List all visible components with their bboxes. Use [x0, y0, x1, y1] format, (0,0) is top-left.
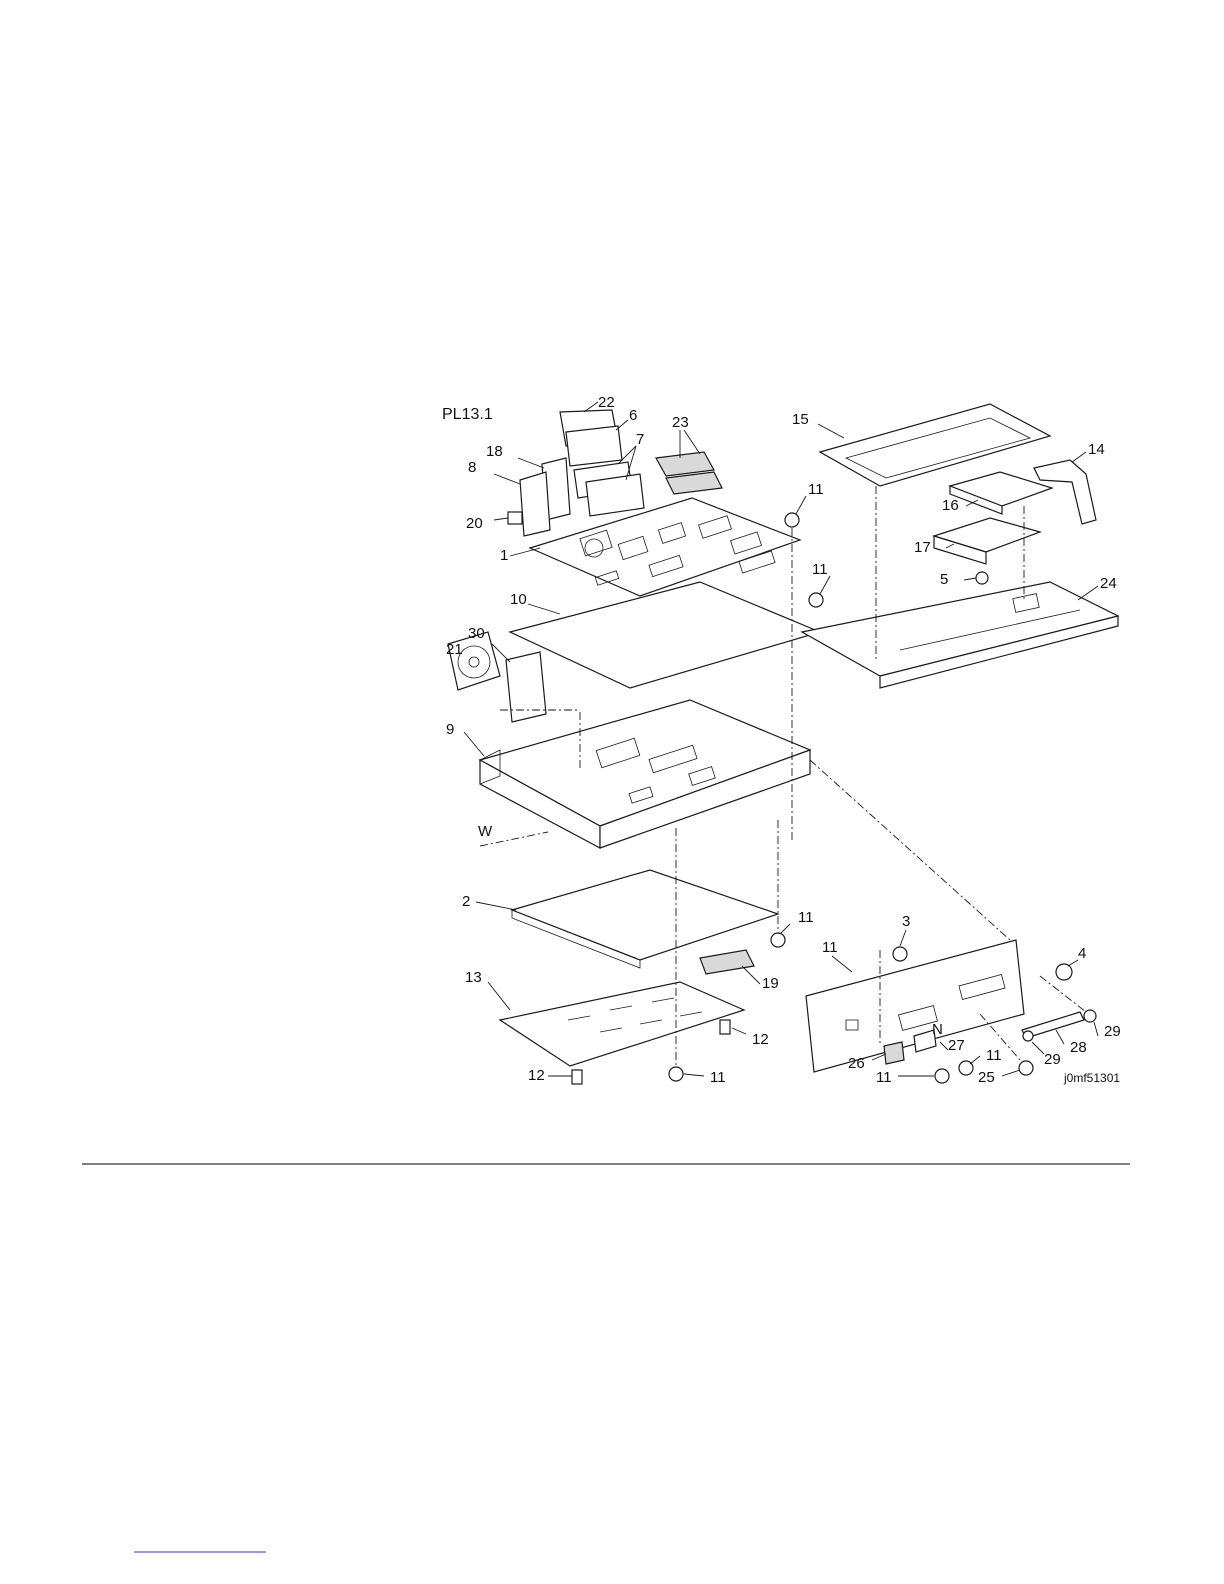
- part-6-board: [566, 426, 622, 466]
- callout: 11: [812, 561, 828, 578]
- part-25-screw: [1019, 1061, 1033, 1075]
- part-23-pad-a: [656, 452, 714, 476]
- part-8-board: [520, 472, 550, 536]
- callout: 29: [1104, 1023, 1121, 1040]
- part-24-screw: [893, 947, 907, 961]
- part-17-screw: [976, 572, 988, 584]
- exploded-view-illustration: [448, 402, 1118, 1084]
- callout: 25: [978, 1069, 995, 1086]
- callout: 24: [1100, 575, 1117, 592]
- callout: 29: [1044, 1051, 1061, 1068]
- callout: 15: [792, 411, 809, 428]
- callout: 11: [808, 481, 824, 498]
- part-13-bottom-plate: [500, 982, 744, 1066]
- callout: 4: [1078, 945, 1086, 962]
- callout: 27: [948, 1037, 965, 1054]
- callout: 6: [629, 407, 637, 424]
- callout: 7: [636, 431, 644, 448]
- callout: 12: [528, 1067, 545, 1084]
- callout: 3: [902, 913, 910, 930]
- callout: 30: [468, 625, 485, 642]
- callout: W: [478, 823, 493, 840]
- part-2-board: [512, 870, 778, 960]
- callout: 10: [510, 591, 527, 608]
- callout: 11: [710, 1069, 726, 1086]
- part-29-screw-b: [1023, 1031, 1033, 1041]
- callout: 16: [942, 497, 959, 514]
- callout: 13: [465, 969, 482, 986]
- part-30-fan-bracket: [506, 652, 546, 722]
- part-15-ribbon-cable: [1034, 460, 1096, 524]
- callout: 17: [914, 539, 931, 556]
- callout: 1: [500, 547, 508, 564]
- part-12-clip-left: [572, 1070, 582, 1084]
- callout: 2: [462, 893, 470, 910]
- callout: 22: [598, 394, 615, 411]
- callout: 23: [672, 414, 689, 431]
- callout: 14: [1088, 441, 1105, 458]
- part-14-hard-disk: [950, 472, 1052, 506]
- part-9-frame: [480, 700, 810, 848]
- callout: 18: [486, 443, 503, 460]
- part-7-board-b: [586, 474, 644, 516]
- callout: 26: [848, 1055, 865, 1072]
- callout: N: [932, 1021, 943, 1038]
- callout: 11: [798, 909, 814, 926]
- drawing-id: j0mf51301: [1063, 1071, 1120, 1085]
- callout: 11: [876, 1069, 892, 1086]
- callout: 21: [446, 641, 463, 658]
- callout: 8: [468, 459, 476, 476]
- part-29-screw-a: [1084, 1010, 1096, 1022]
- callout: 11: [986, 1047, 1002, 1064]
- callout: 28: [1070, 1039, 1087, 1056]
- callout: 19: [762, 975, 779, 992]
- part-10-insulator-sheet: [510, 582, 820, 688]
- part-26-plate: [884, 1042, 904, 1064]
- callout: 11: [822, 939, 838, 956]
- callout: 5: [940, 571, 948, 588]
- part-12-clip-right: [720, 1020, 730, 1034]
- callout: 20: [466, 515, 483, 532]
- part-4-top-bracket: [820, 404, 1050, 486]
- callout: 12: [752, 1031, 769, 1048]
- part-20-connector: [508, 512, 522, 524]
- callout: 9: [446, 721, 454, 738]
- plate-label: PL13.1: [442, 406, 493, 423]
